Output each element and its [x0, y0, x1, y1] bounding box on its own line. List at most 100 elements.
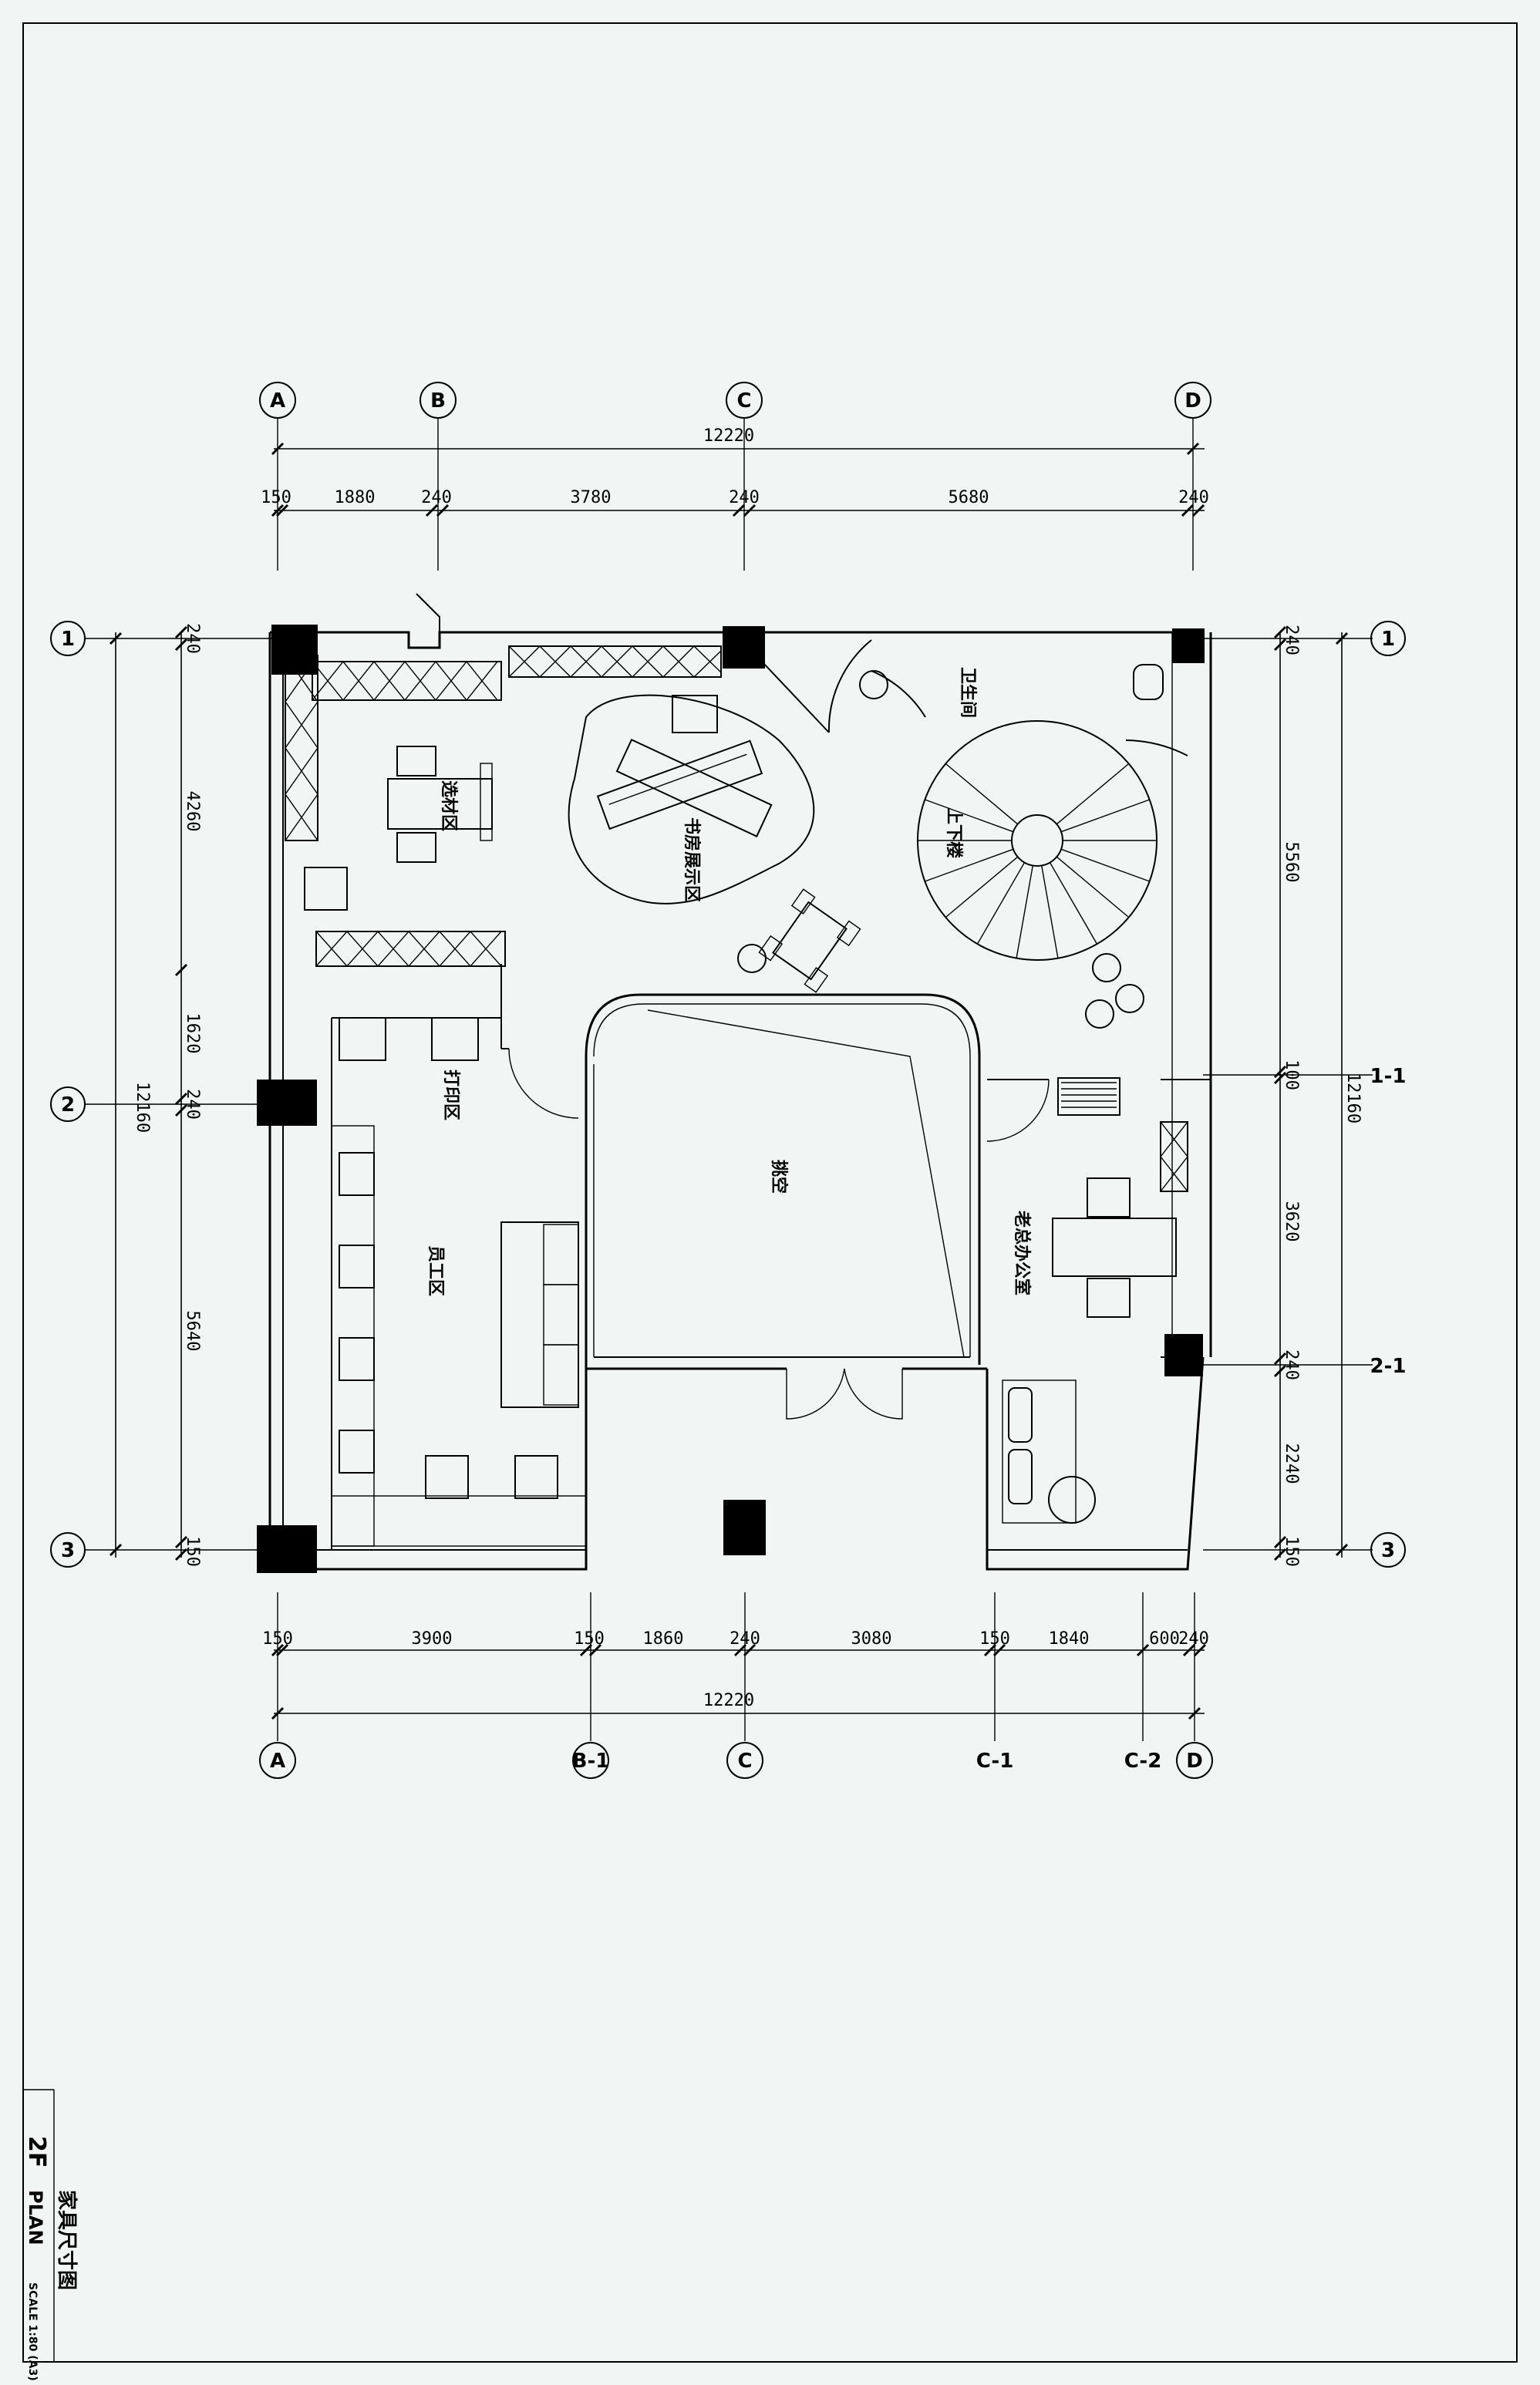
- dimension-tick: [174, 1092, 188, 1106]
- axis-top-c: C: [736, 389, 751, 413]
- room-label-stairs: 上下楼: [944, 807, 964, 858]
- dimension-tick: [579, 1643, 593, 1657]
- axis-right-3: 3: [1381, 1539, 1395, 1562]
- room-label-material: 选材区: [439, 780, 459, 831]
- stair-tread: [925, 799, 1014, 833]
- stair-tread: [945, 763, 1019, 825]
- dimension-tick: [1191, 504, 1205, 517]
- room-labels: 选材区 书房展示区 上下楼 卫生间 打印区 员工区 挑空 老总办公室: [426, 667, 1032, 1296]
- axis-bottom-b1: B-1: [572, 1750, 610, 1773]
- dim-top-2: 240: [421, 488, 452, 507]
- dim-bottom-5: 3080: [851, 1629, 892, 1649]
- stair-tread: [945, 856, 1019, 918]
- title-name: 家具尺寸图: [55, 2190, 79, 2290]
- dimension-tick: [425, 504, 439, 517]
- dimension-tick: [275, 504, 289, 517]
- dimension-tick: [743, 504, 757, 517]
- dimension-tick: [983, 1643, 997, 1657]
- dim-top-1: 1880: [335, 488, 376, 507]
- storage-cabinets: [285, 645, 1188, 1192]
- room-label-toilet: 卫生间: [958, 667, 978, 718]
- dimension-tick: [436, 504, 450, 517]
- dimension-tick: [174, 1103, 188, 1117]
- right-axis-labels: 1 1-1 2-1 3: [1203, 621, 1407, 1568]
- stair-tread: [1049, 862, 1098, 945]
- dimension-tick: [1182, 1643, 1196, 1657]
- dim-top-total: 12220: [703, 426, 754, 446]
- dim-bottom-8: 600: [1149, 1629, 1180, 1649]
- axis-left-1: 1: [61, 628, 75, 651]
- axis-bottom-c1: C-1: [976, 1750, 1014, 1773]
- dimension-tick: [1273, 625, 1287, 639]
- axis-top-d: D: [1184, 389, 1201, 413]
- dimension-tick: [1193, 1643, 1207, 1657]
- axis-top-a: A: [270, 389, 285, 413]
- drawing-frame: [22, 22, 1518, 2363]
- dimension-tick: [174, 625, 188, 639]
- top-axis-labels: A B C D: [259, 382, 1211, 571]
- dimension-tick: [588, 1643, 602, 1657]
- title-floor: 2F: [23, 2136, 50, 2168]
- axis-bottom-d: D: [1186, 1750, 1203, 1773]
- title-block: 2F PLAN 家具尺寸图 SCALE 1:80 (A3): [23, 2136, 79, 2381]
- dimension-tick: [1273, 1535, 1287, 1549]
- dim-right-total: 12160: [1343, 1073, 1363, 1123]
- dim-top-5: 5680: [949, 488, 989, 507]
- left-dimensions: 12160 240 4260 1620 240 5640 150: [109, 623, 202, 1567]
- dim-left-5: 150: [183, 1536, 202, 1567]
- dim-left-4: 5640: [183, 1311, 202, 1352]
- dimension-tick: [1181, 504, 1195, 517]
- axis-left-2: 2: [61, 1093, 75, 1117]
- dim-right-0: 240: [1282, 625, 1301, 655]
- dim-right-1: 5560: [1282, 842, 1301, 883]
- room-label-boss: 老总办公室: [1012, 1210, 1032, 1295]
- building-walls: [268, 593, 1212, 1571]
- title-scale: SCALE 1:80 (A3): [26, 2282, 39, 2381]
- stair-tread: [925, 848, 1014, 882]
- stair-tread: [1041, 865, 1059, 958]
- axis-left-3: 3: [61, 1539, 75, 1562]
- dimension-tick: [1273, 1352, 1287, 1366]
- dim-bottom-total: 12220: [703, 1691, 754, 1710]
- bottom-dimensions: 150 3900 150 1860 240 3080 150 1840 600 …: [262, 1629, 1209, 1720]
- dim-top-3: 3780: [571, 488, 612, 507]
- dim-bottom-1: 3900: [412, 1629, 453, 1649]
- stair-tread: [976, 862, 1026, 945]
- axis-bottom-c: C: [737, 1750, 752, 1773]
- structural-columns: [257, 625, 1205, 1573]
- dim-bottom-2: 150: [574, 1629, 605, 1649]
- dimension-tick: [174, 1535, 188, 1549]
- stair-tread: [1056, 856, 1130, 918]
- dim-bottom-9: 240: [1178, 1629, 1209, 1649]
- left-axis-labels: 1 2 3: [50, 621, 278, 1568]
- room-label-display: 书房展示区: [682, 817, 702, 902]
- dim-left-2: 1620: [183, 1013, 202, 1054]
- stair-tread: [1016, 865, 1033, 958]
- bottom-axis-labels: A B-1 C C-1 C-2 D: [259, 1592, 1213, 1779]
- dim-top-0: 150: [261, 488, 291, 507]
- top-dimensions: 12220 150 1880 240 3780 240 5680 240: [261, 426, 1209, 517]
- axis-bottom-a: A: [270, 1750, 285, 1773]
- dim-bottom-7: 1840: [1049, 1629, 1090, 1649]
- stair-tread: [1060, 848, 1150, 882]
- dimension-tick: [174, 963, 188, 977]
- right-dimensions: 240 5560 100 3620 240 2240 150 12160: [1273, 625, 1363, 1567]
- dimension-tick: [1273, 638, 1287, 652]
- dim-left-total: 12160: [133, 1082, 152, 1133]
- axis-right-2-1: 2-1: [1370, 1355, 1407, 1378]
- axis-right-1-1: 1-1: [1370, 1065, 1407, 1088]
- room-label-void: 挑空: [769, 1160, 789, 1194]
- dim-left-1: 4260: [183, 791, 202, 832]
- dimension-tick: [743, 1643, 757, 1657]
- stair-tread: [1060, 799, 1150, 833]
- dimension-tick: [733, 1643, 747, 1657]
- axis-top-b: B: [430, 389, 446, 413]
- dimension-tick: [275, 1643, 289, 1657]
- room-label-print: 打印区: [441, 1070, 461, 1120]
- dim-right-3: 3620: [1282, 1201, 1301, 1242]
- dimension-tick: [1273, 1364, 1287, 1378]
- dimension-tick: [174, 638, 188, 652]
- dimension-tick: [174, 1548, 188, 1561]
- dimension-tick: [992, 1643, 1006, 1657]
